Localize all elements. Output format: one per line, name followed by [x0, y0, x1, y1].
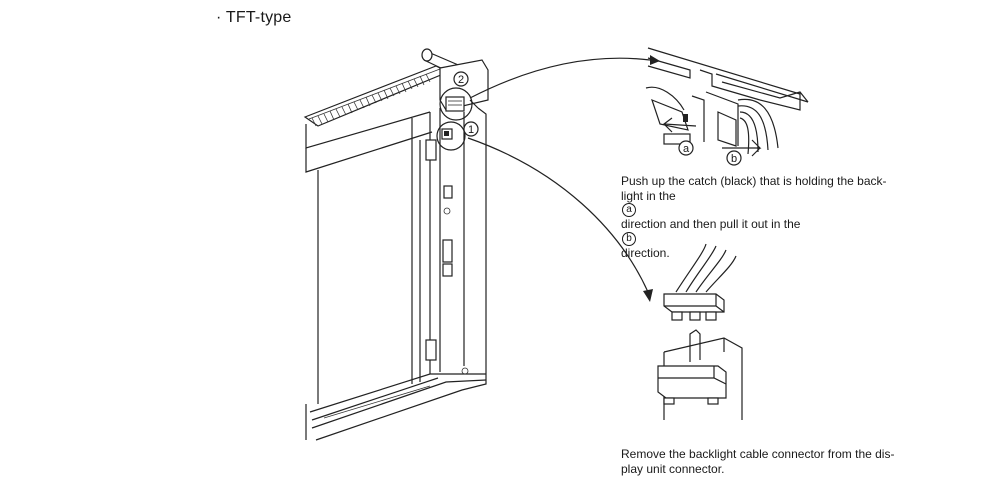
caption-catch-release: Push up the catch (black) that is holdin… — [621, 174, 911, 260]
caption-top-line-2-pre: light in the — [621, 188, 676, 203]
marker-a: a — [683, 143, 690, 155]
circled-b-inline: b — [622, 231, 636, 246]
catch-release-detail: a b — [645, 47, 809, 166]
caption-bottom-line-2: play unit connector. — [621, 461, 725, 476]
marker-two: 2 — [458, 74, 464, 86]
callout-arrow-bottom — [467, 137, 649, 293]
caption-bottom-line-1: Remove the backlight cable connector fro… — [621, 447, 895, 461]
caption-top-line-2: light in the a direction and then pull i… — [621, 189, 911, 246]
callout-arrow-top — [469, 57, 651, 99]
page-heading: · TFT-type — [216, 9, 292, 26]
caption-top-line-1: Push up the catch (black) that is holdin… — [621, 174, 887, 188]
circled-a-inline: a — [622, 203, 636, 217]
display-unit-drawing: 2 1 — [303, 48, 489, 441]
callout-arrow-bottom-head — [643, 289, 653, 302]
marker-one: 1 — [468, 124, 474, 136]
caption-top-line-2-mid: direction and then pull it out in the — [621, 217, 801, 231]
caption-top-line-3: direction. — [621, 245, 670, 260]
caption-connector-removal: Remove the backlight cable connector fro… — [621, 447, 921, 476]
marker-b: b — [731, 153, 737, 165]
connector-removal-detail — [657, 243, 743, 420]
